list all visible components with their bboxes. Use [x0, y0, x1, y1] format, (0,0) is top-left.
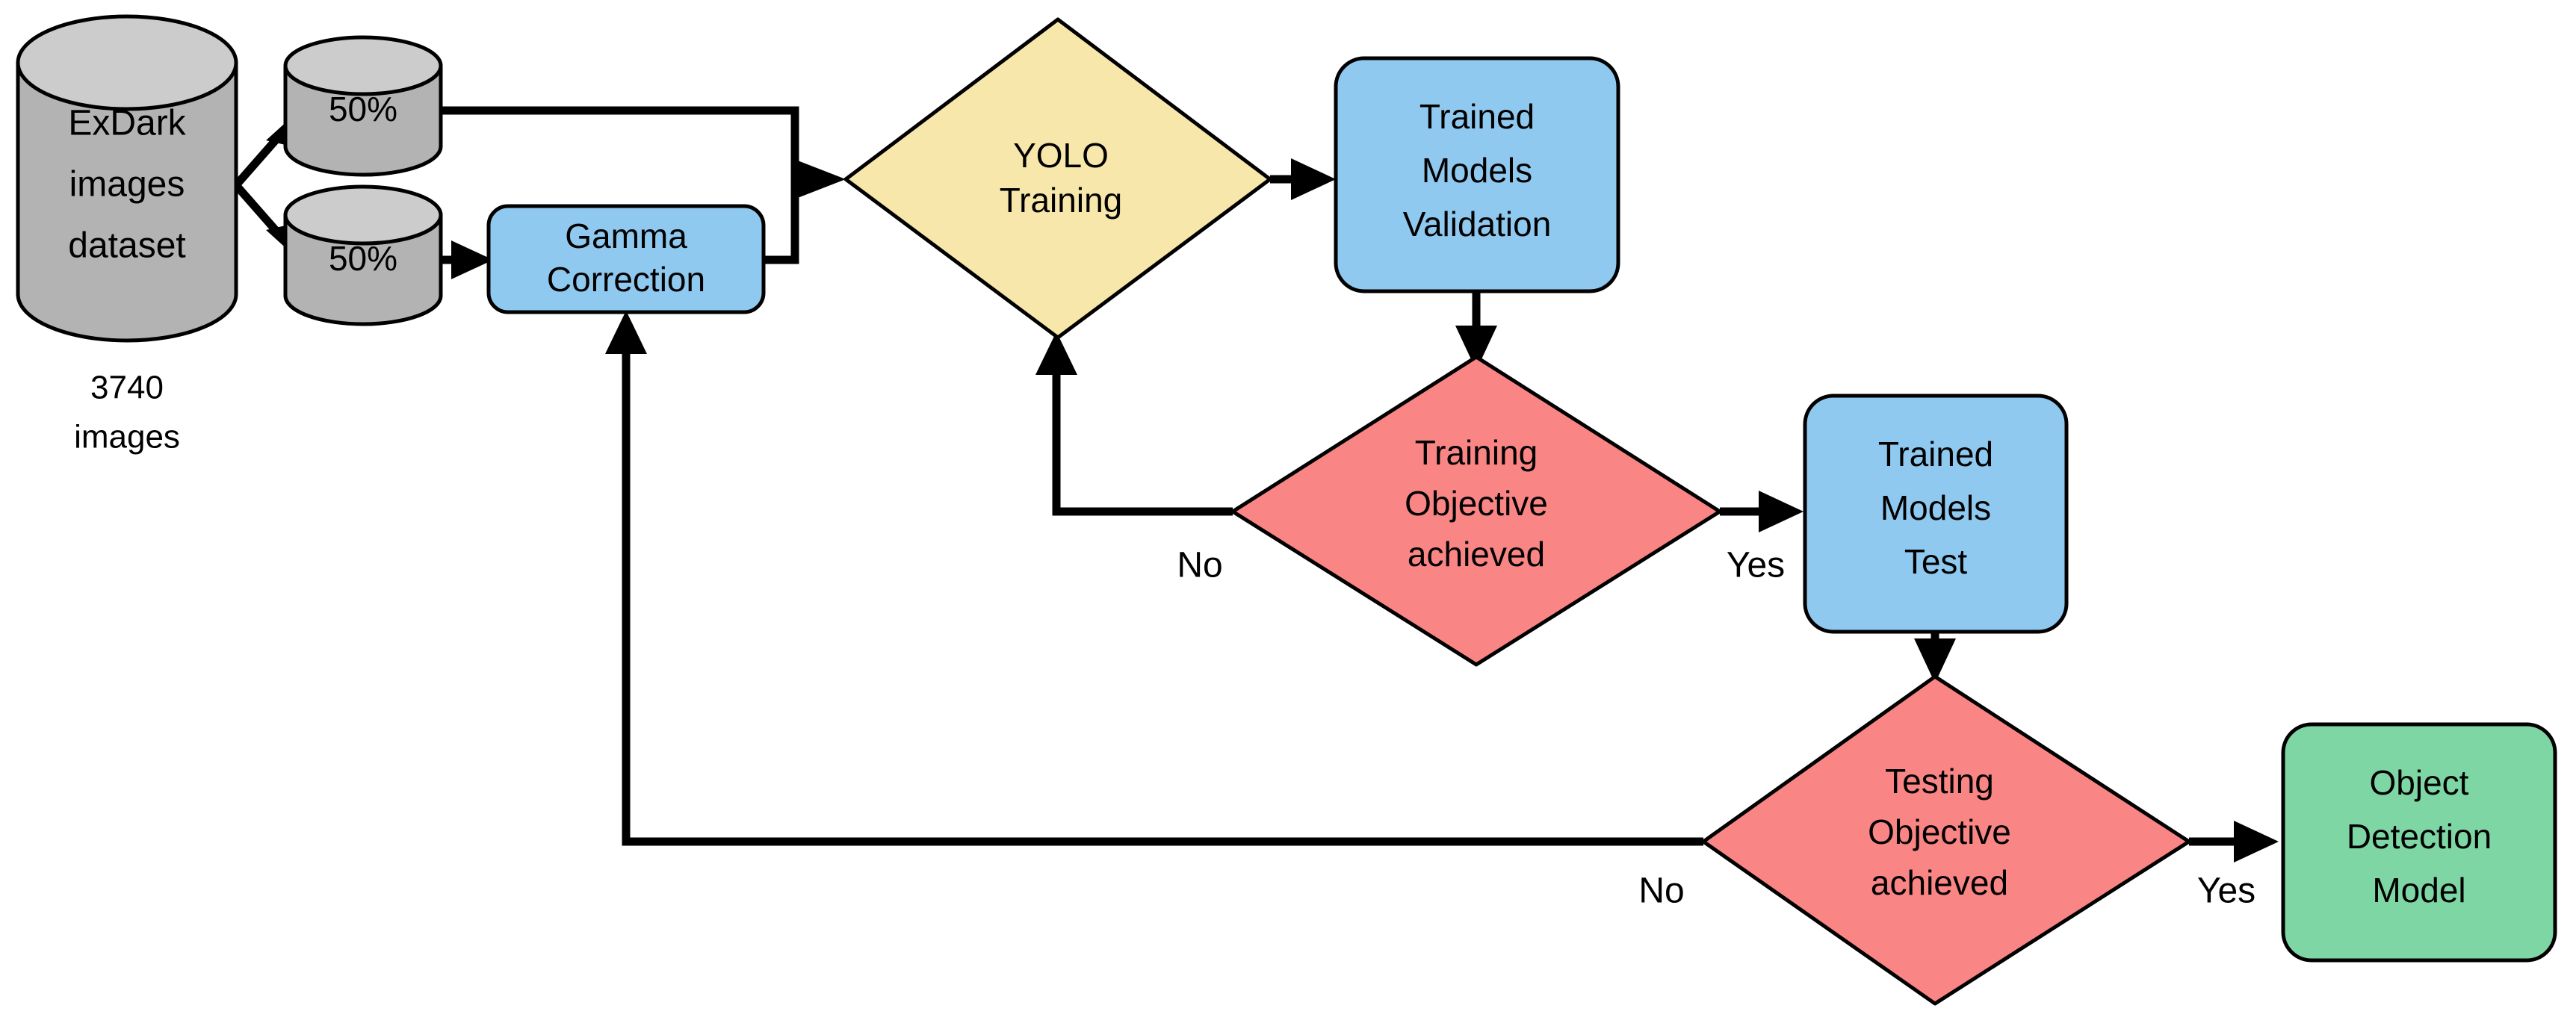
- split-top-label: 50%: [329, 90, 397, 128]
- testing-objective-line-2: Objective: [1868, 812, 2011, 851]
- edge-label-training-yes: Yes: [1727, 546, 1785, 585]
- edge-testing-objective-yes-to-output: [2189, 821, 2279, 862]
- node-yolo-training[interactable]: YOLO Training: [843, 17, 1272, 340]
- exdark-dataset-line-3: dataset: [68, 226, 185, 266]
- node-training-objective-achieved[interactable]: Training Objective achieved: [1230, 355, 1722, 667]
- split-bottom-label: 50%: [329, 239, 397, 278]
- caption-line-1: 3740: [90, 370, 164, 406]
- testing-objective-line-3: achieved: [1871, 863, 2008, 902]
- output-line-1: Object: [2370, 763, 2469, 802]
- gamma-correction-line-1: Gamma: [565, 217, 687, 255]
- edge-test-to-testing-objective: [1914, 631, 1956, 683]
- yolo-training-line-1: YOLO: [1013, 136, 1109, 175]
- edge-gamma-to-yolo: [764, 179, 799, 264]
- training-objective-line-3: achieved: [1408, 535, 1545, 574]
- exdark-dataset-line-1: ExDark: [68, 104, 186, 143]
- test-line-1: Trained: [1878, 435, 1993, 473]
- node-split-bottom[interactable]: 50%: [283, 184, 443, 326]
- node-trained-models-validation[interactable]: Trained Models Validation: [1334, 56, 1620, 293]
- exdark-dataset-caption: 3740 images: [74, 370, 180, 456]
- edge-training-objective-no-to-yolo: [1035, 332, 1233, 516]
- training-objective-line-2: Objective: [1405, 484, 1548, 523]
- node-exdark-dataset[interactable]: ExDark images dataset: [16, 14, 238, 343]
- edge-label-testing-yes: Yes: [2197, 871, 2255, 911]
- training-objective-line-1: Training: [1415, 433, 1538, 472]
- validation-line-1: Trained: [1419, 97, 1535, 136]
- node-trained-models-test[interactable]: Trained Models Test: [1803, 394, 2069, 634]
- yolo-training-line-2: Training: [1000, 181, 1122, 220]
- validation-line-2: Models: [1422, 151, 1532, 190]
- testing-objective-line-1: Testing: [1885, 762, 1994, 801]
- edge-yolo-to-validation: [1270, 158, 1336, 200]
- node-object-detection-model[interactable]: Object Detection Model: [2281, 722, 2557, 963]
- output-line-3: Model: [2372, 871, 2465, 910]
- test-line-2: Models: [1880, 488, 1991, 527]
- edge-split-bottom-to-gamma: [442, 240, 493, 279]
- caption-line-2: images: [74, 419, 180, 456]
- edge-label-training-no: No: [1177, 546, 1222, 585]
- test-line-3: Test: [1904, 542, 1968, 581]
- node-split-top[interactable]: 50%: [283, 35, 443, 177]
- exdark-dataset-line-2: images: [69, 165, 185, 205]
- validation-line-3: Validation: [1403, 205, 1552, 243]
- edge-testing-objective-no-to-gamma: [605, 311, 1703, 846]
- node-testing-objective-achieved[interactable]: Testing Objective achieved: [1701, 674, 2191, 1006]
- edge-label-testing-no: No: [1638, 871, 1684, 911]
- edge-training-objective-yes-to-test: [1720, 491, 1803, 532]
- output-line-2: Detection: [2347, 817, 2492, 856]
- edge-split-top-to-yolo: [442, 106, 846, 200]
- node-gamma-correction[interactable]: Gamma Correction: [486, 204, 766, 314]
- edge-validation-to-training-objective: [1455, 291, 1497, 370]
- gamma-correction-line-2: Correction: [547, 260, 705, 299]
